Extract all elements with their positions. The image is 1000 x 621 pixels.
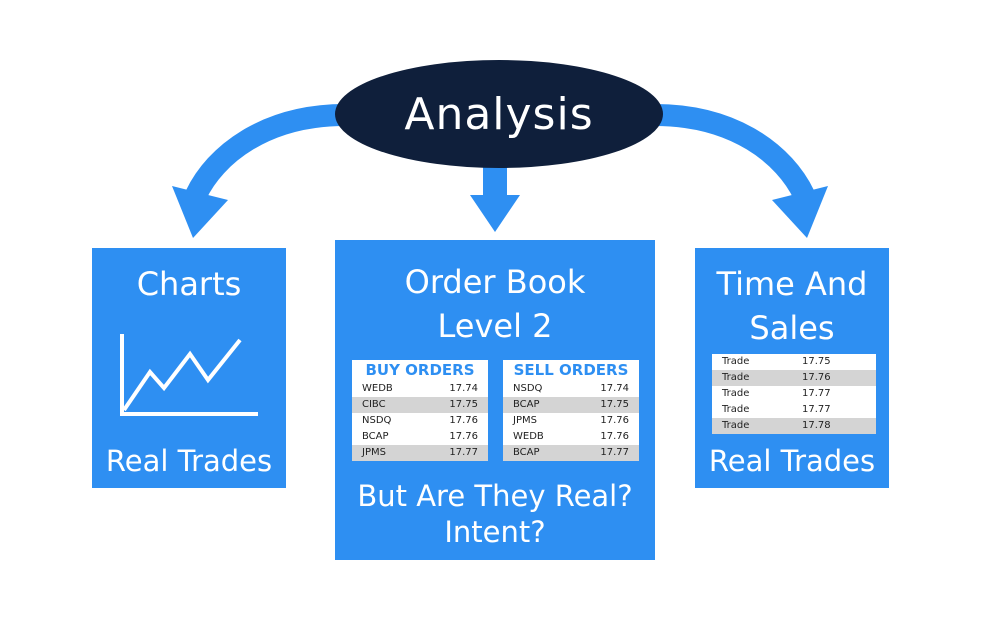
arrow-down (483, 165, 507, 197)
buy-orders-header: BUY ORDERS (365, 361, 475, 379)
charts-title: Charts (136, 265, 242, 303)
analysis-label: Analysis (404, 88, 594, 140)
order-book-title-line2: Level 2 (437, 307, 553, 345)
time-and-sales-footer: Real Trades (708, 444, 876, 478)
time-and-sales-title-line1: Time And (716, 265, 868, 303)
arrow-left (186, 104, 346, 201)
charts-box: Charts Real Trades (92, 248, 286, 488)
order-book-footer-line1: But Are They Real? (357, 479, 633, 513)
arrow-down-head (470, 195, 520, 232)
order-book-footer-line2: Intent? (444, 515, 546, 549)
line-chart-icon (120, 334, 258, 416)
arrow-right (654, 104, 814, 201)
time-and-sales-title-line2: Sales (749, 309, 835, 347)
arrow-left-head (172, 186, 228, 238)
charts-footer: Real Trades (105, 444, 273, 478)
order-book-title-line1: Order Book (404, 263, 586, 301)
arrow-right-head (772, 186, 828, 238)
sell-orders-header: SELL ORDERS (513, 361, 629, 379)
analysis-node: Analysis (335, 60, 663, 168)
